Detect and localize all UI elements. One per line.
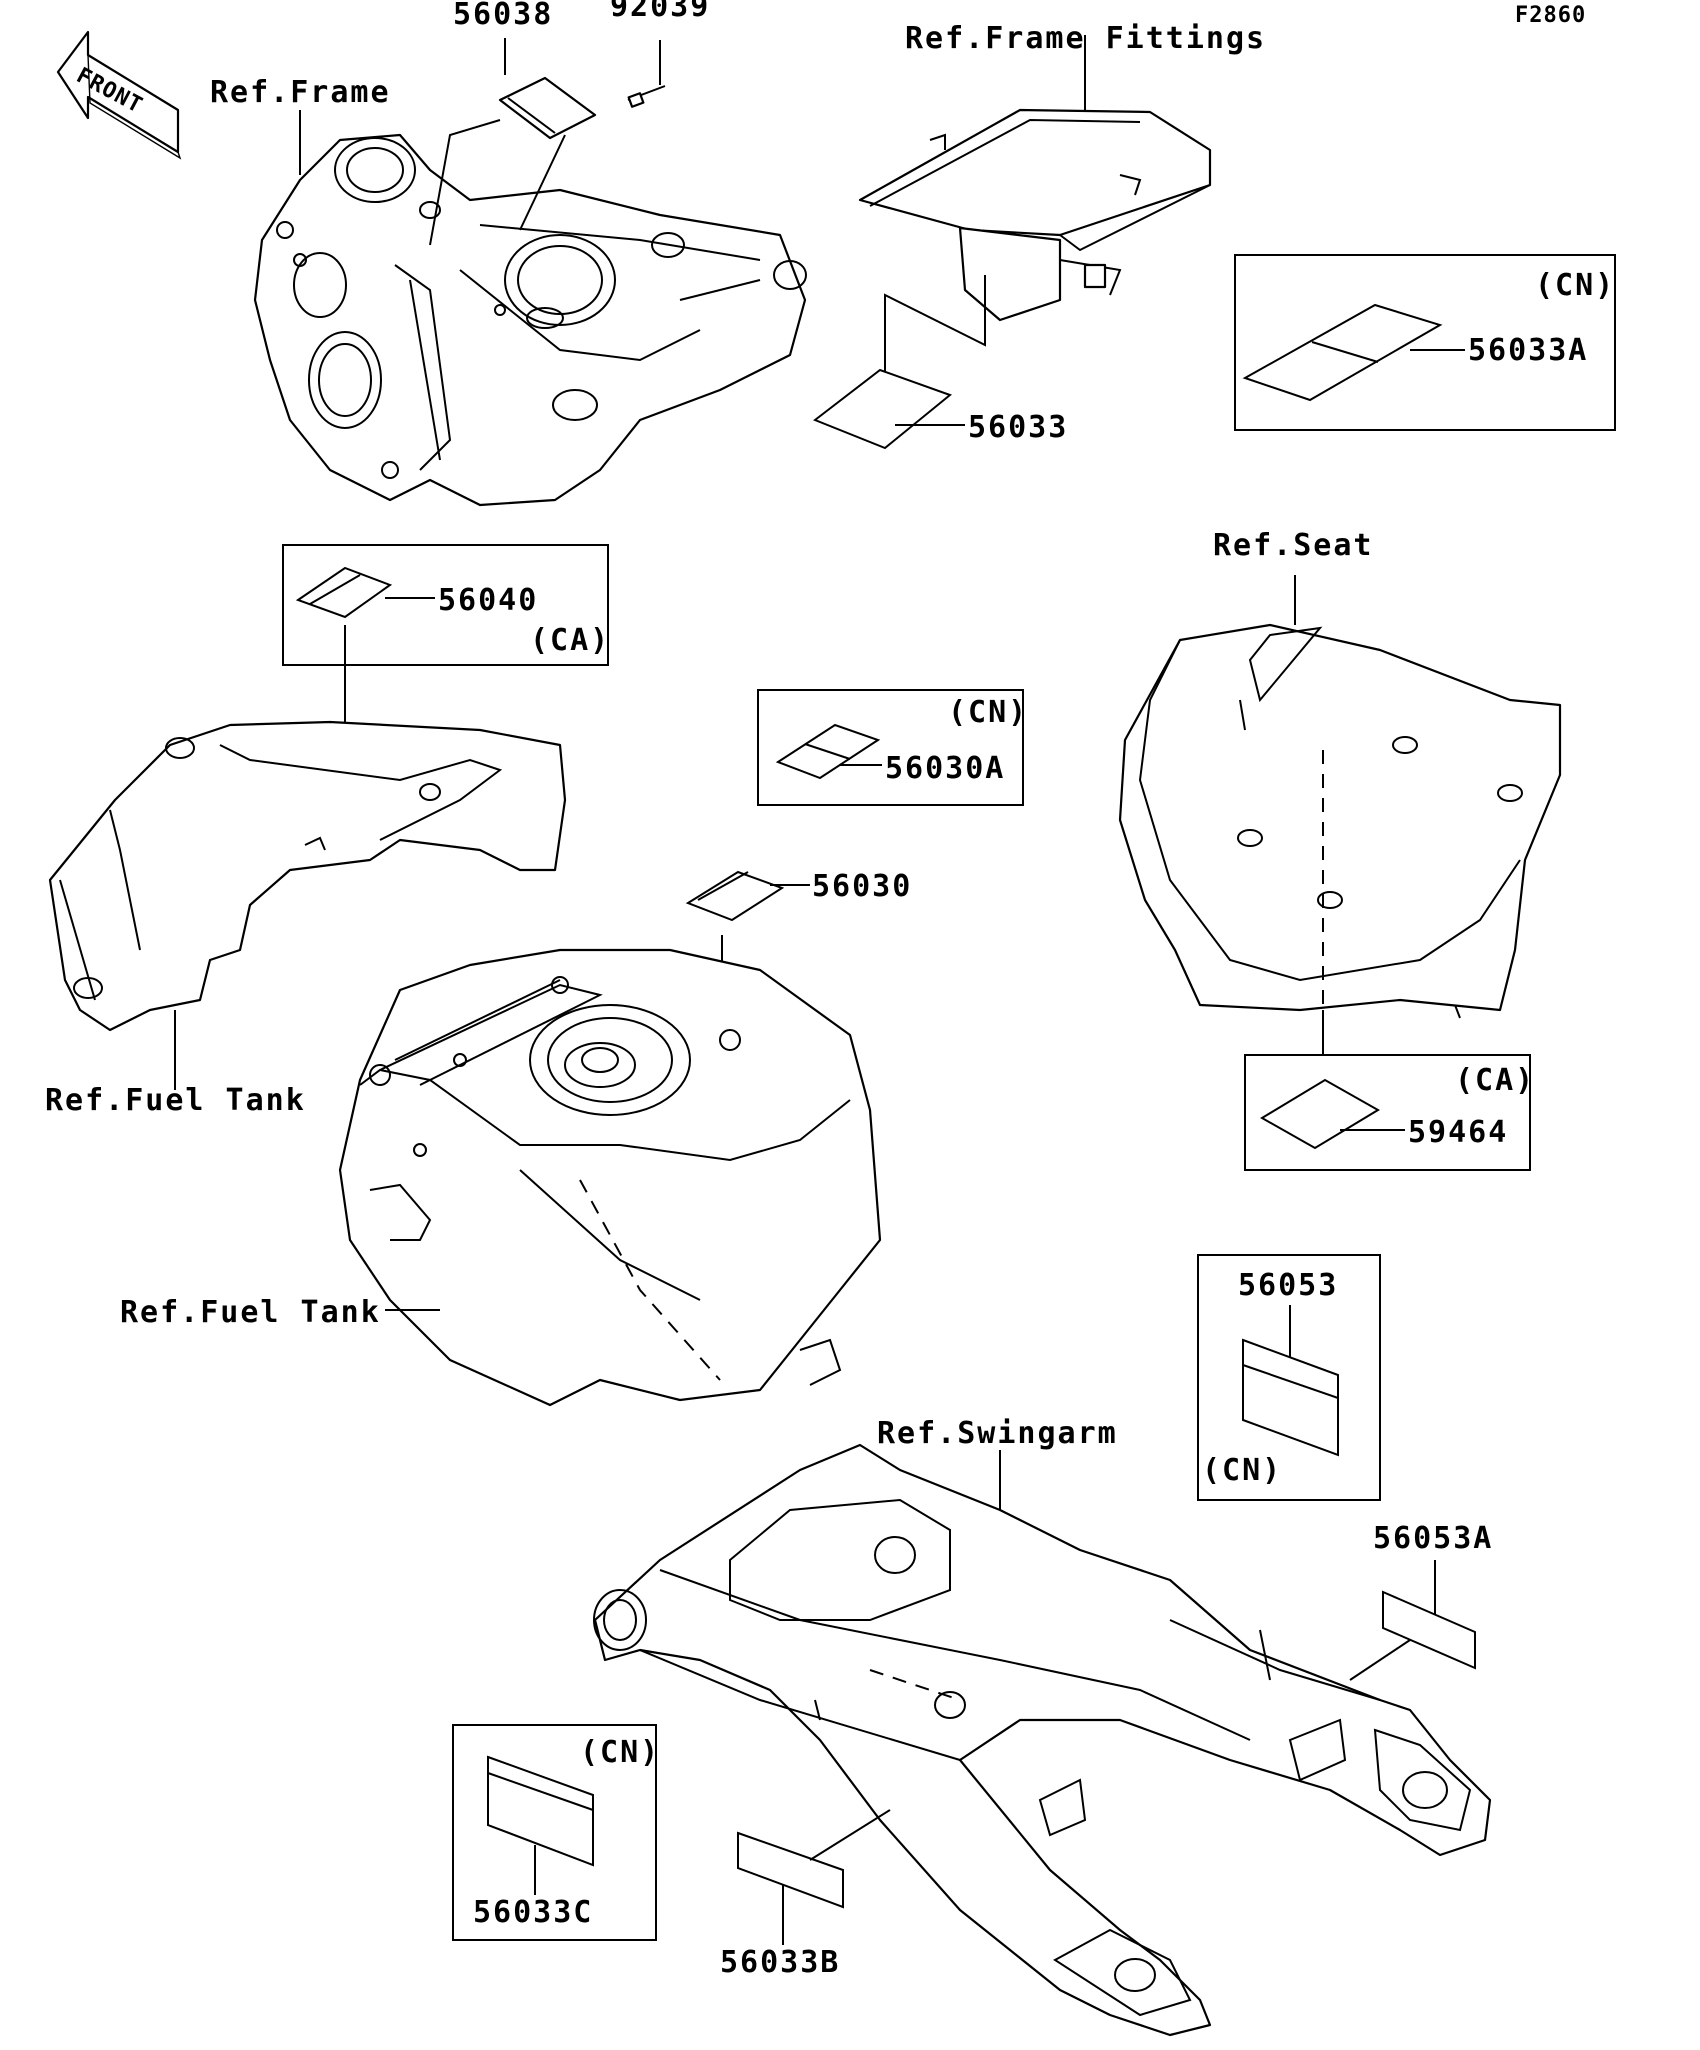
- part-number-56030A: 56030A: [885, 751, 1005, 786]
- label-56033B: [737, 1831, 844, 1909]
- part-number-92039: 92039: [610, 0, 710, 24]
- frame-drawing: [253, 133, 807, 507]
- part-number-56033A: 56033A: [1468, 333, 1588, 368]
- label-56033A: [1242, 303, 1443, 402]
- region-tag-ca-56040: (CA): [530, 623, 610, 658]
- label-56053: [1242, 1338, 1339, 1457]
- label-56033: [812, 368, 953, 450]
- figure-code: F2860: [1515, 3, 1586, 28]
- region-tag-cn-56033C: (CN): [580, 1735, 660, 1770]
- region-tag-ca-59464: (CA): [1455, 1063, 1535, 1098]
- ref-frame-fittings-label: Ref.Frame Fittings: [905, 21, 1266, 56]
- frame-fittings-drawing: [858, 108, 1212, 322]
- ref-swingarm-label: Ref.Swingarm: [877, 1416, 1118, 1451]
- part-number-56033: 56033: [968, 410, 1068, 445]
- region-tag-cn-56030A: (CN): [948, 695, 1028, 730]
- ref-seat-label: Ref.Seat: [1213, 528, 1374, 563]
- label-56040: [295, 566, 393, 619]
- part-number-56053: 56053: [1238, 1268, 1338, 1303]
- part-number-56033C: 56033C: [473, 1895, 593, 1930]
- part-number-59464: 59464: [1408, 1115, 1508, 1150]
- part-number-56030: 56030: [812, 869, 912, 904]
- swingarm-drawing: [593, 1443, 1492, 2037]
- seat-drawing: [1118, 623, 1562, 1019]
- rivet-92039: [627, 85, 666, 108]
- fuel-tank-drawing: [338, 948, 882, 1407]
- label-56053A: [1382, 1590, 1476, 1670]
- ref-frame-label: Ref.Frame: [210, 75, 391, 110]
- fuel-tank-cover-drawing: [48, 720, 567, 1032]
- ref-fuel-tank-1-label: Ref.Fuel Tank: [45, 1083, 306, 1118]
- label-56030: [685, 870, 785, 922]
- plate-56038: [498, 76, 597, 140]
- ref-fuel-tank-2-label: Ref.Fuel Tank: [120, 1295, 381, 1330]
- region-tag-cn-56053: (CN): [1202, 1453, 1282, 1488]
- part-number-56033B: 56033B: [720, 1945, 840, 1980]
- front-arrow-icon: FRONT: [56, 30, 182, 160]
- label-59464: [1260, 1078, 1380, 1150]
- part-number-56053A: 56053A: [1373, 1521, 1493, 1556]
- label-56033C: [487, 1755, 594, 1867]
- region-tag-cn-56033A: (CN): [1535, 268, 1615, 303]
- part-number-56040: 56040: [438, 583, 538, 618]
- part-number-56038: 56038: [453, 0, 553, 32]
- box-56033A: [1234, 254, 1616, 431]
